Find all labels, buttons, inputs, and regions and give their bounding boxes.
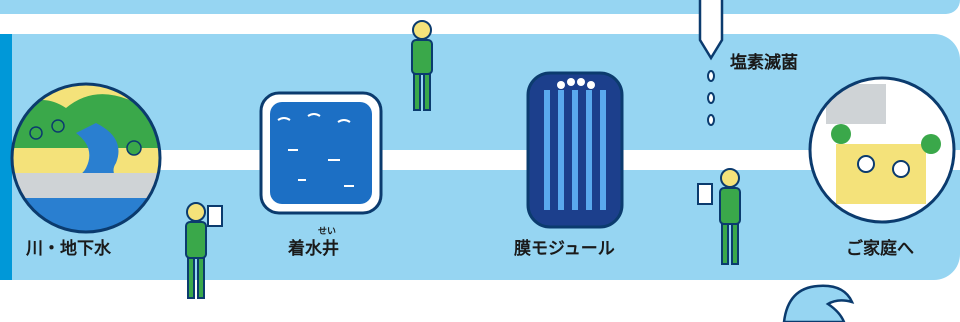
river-scene-icon xyxy=(10,82,162,234)
home-dining-icon xyxy=(808,76,956,224)
worker-icon xyxy=(185,202,223,299)
accent-bar xyxy=(0,34,12,280)
stage-label-source: 川・地下水 xyxy=(26,239,111,259)
worker-icon xyxy=(411,20,433,111)
stage-label-chlorine: 塩素滅菌 xyxy=(730,53,798,73)
worker-icon xyxy=(697,168,741,265)
dolphin-icon xyxy=(782,284,855,322)
stage-label-well: 着水井 xyxy=(288,239,339,259)
stage-label-home: ご家庭へ xyxy=(846,239,914,259)
well-tank-icon xyxy=(259,91,383,215)
flow-pipe xyxy=(12,150,960,170)
top-band xyxy=(0,0,960,14)
membrane-module-icon xyxy=(526,71,624,229)
chlorine-dropper-icon xyxy=(698,0,724,126)
stage-ruby-well: せい xyxy=(318,227,337,237)
stage-label-membrane: 膜モジュール xyxy=(514,239,615,259)
